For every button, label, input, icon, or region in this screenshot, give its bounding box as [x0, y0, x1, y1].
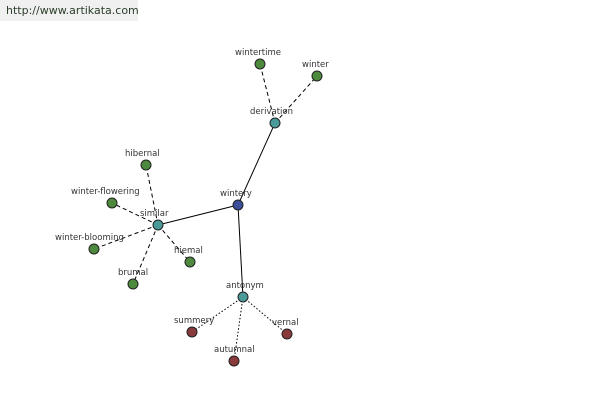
node-circle-similar[interactable] — [152, 219, 164, 231]
edge-wintery-antonym — [237, 204, 244, 298]
edge-antonym-autumnal — [233, 296, 244, 362]
site-url-banner[interactable]: http://www.artikata.com — [0, 0, 139, 21]
node-summery[interactable]: summery — [174, 316, 214, 338]
node-autumnal[interactable]: autumnal — [214, 345, 255, 367]
node-winter[interactable]: winter — [302, 60, 329, 82]
node-label-wintertime: wintertime — [235, 48, 281, 58]
node-circle-wintery[interactable] — [232, 199, 244, 211]
edge-derivation-wintertime — [259, 63, 276, 124]
node-antonym[interactable]: antonym — [226, 281, 264, 303]
edge-similar-brumal — [132, 224, 159, 285]
graph-nodes: wintery derivation similar antonym wintertim… — [55, 48, 329, 367]
node-vernal[interactable]: vernal — [272, 318, 299, 340]
node-circle-autumnal[interactable] — [228, 355, 240, 367]
node-label-derivation: derivation — [250, 107, 293, 117]
node-winter-flowering[interactable]: winter-flowering — [71, 187, 140, 209]
edge-antonym-vernal — [242, 296, 288, 335]
edge-similar-hibernal — [145, 164, 159, 226]
node-circle-hiemal[interactable] — [184, 256, 196, 268]
edge-similar-winter-flowering — [111, 202, 159, 226]
node-brumal[interactable]: brumal — [118, 268, 148, 290]
node-wintertime[interactable]: wintertime — [235, 48, 281, 70]
node-circle-hibernal[interactable] — [140, 159, 152, 171]
edge-similar-hiemal — [157, 224, 191, 263]
node-circle-vernal[interactable] — [281, 328, 293, 340]
node-similar[interactable]: similar — [140, 209, 169, 231]
node-label-antonym: antonym — [226, 281, 264, 291]
node-label-winter: winter — [302, 60, 329, 70]
edge-wintery-similar — [157, 204, 239, 226]
edge-similar-winter-blooming — [93, 224, 159, 250]
node-circle-summery[interactable] — [186, 326, 198, 338]
node-label-winter-blooming: winter-blooming — [55, 233, 124, 243]
edge-derivation-winter — [274, 75, 318, 124]
node-circle-winter-flowering[interactable] — [106, 197, 118, 209]
node-circle-wintertime[interactable] — [254, 58, 266, 70]
node-label-summery: summery — [174, 316, 214, 326]
node-label-similar: similar — [140, 209, 169, 219]
node-circle-winter-blooming[interactable] — [88, 243, 100, 255]
node-circle-brumal[interactable] — [127, 278, 139, 290]
edge-antonym-summery — [191, 296, 244, 333]
node-derivation[interactable]: derivation — [250, 107, 293, 129]
node-label-brumal: brumal — [118, 268, 148, 278]
edge-wintery-derivation — [237, 122, 276, 206]
graph-edges — [93, 63, 318, 362]
node-winter-blooming[interactable]: winter-blooming — [55, 233, 124, 255]
node-hibernal[interactable]: hibernal — [125, 149, 160, 171]
node-label-hibernal: hibernal — [125, 149, 160, 159]
node-label-wintery: wintery — [220, 189, 252, 199]
node-label-autumnal: autumnal — [214, 345, 255, 355]
node-label-winter-flowering: winter-flowering — [71, 187, 140, 197]
node-label-vernal: vernal — [272, 318, 299, 328]
node-circle-winter[interactable] — [311, 70, 323, 82]
node-hiemal[interactable]: hiemal — [174, 246, 203, 268]
node-circle-derivation[interactable] — [269, 117, 281, 129]
node-wintery[interactable]: wintery — [220, 189, 252, 211]
node-circle-antonym[interactable] — [237, 291, 249, 303]
node-label-hiemal: hiemal — [174, 246, 203, 256]
